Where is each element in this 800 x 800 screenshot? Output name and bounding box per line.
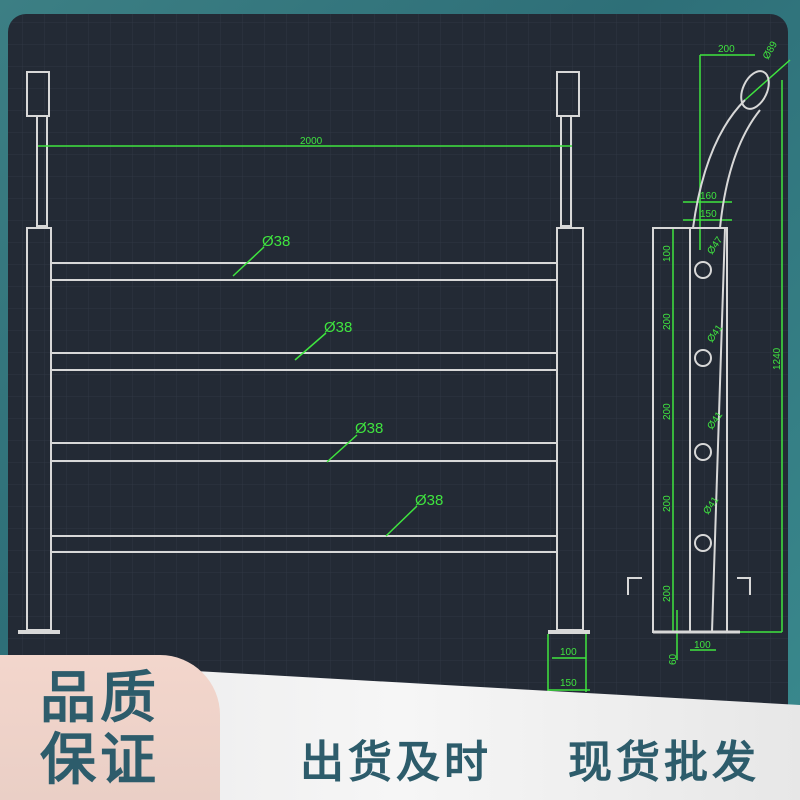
- slogan-fast-shipping: 出货及时: [300, 737, 492, 788]
- quality-badge: [0, 655, 220, 800]
- slogan-wholesale: 现货批发: [568, 737, 760, 788]
- dim-2000: 2000: [300, 136, 323, 147]
- dim-200-4: 200: [662, 585, 673, 602]
- dim-embed: 60: [668, 653, 679, 665]
- dim-200-2: 200: [662, 403, 673, 420]
- dim-base-100: 100: [560, 647, 577, 658]
- dim-rail-3: Ø38: [355, 420, 383, 437]
- dim-rail-4: Ø38: [415, 492, 443, 509]
- dim-rail-1: Ø38: [262, 233, 290, 250]
- dim-bottom-100: 100: [694, 640, 711, 651]
- dim-100: 100: [662, 245, 673, 262]
- railing-front-view: [18, 71, 590, 634]
- dim-rail-2: Ø38: [324, 319, 352, 336]
- side-view: [627, 70, 770, 634]
- dim-top-200: 200: [718, 44, 735, 55]
- dim-200-3: 200: [662, 495, 673, 512]
- dim-150: 150: [700, 209, 717, 220]
- dim-1240: 1240: [772, 347, 783, 370]
- dim-160: 160: [700, 191, 717, 202]
- dim-200-1: 200: [662, 313, 673, 330]
- dim-base-150: 150: [560, 678, 577, 689]
- quality-badge-text: 品质保证: [40, 666, 160, 793]
